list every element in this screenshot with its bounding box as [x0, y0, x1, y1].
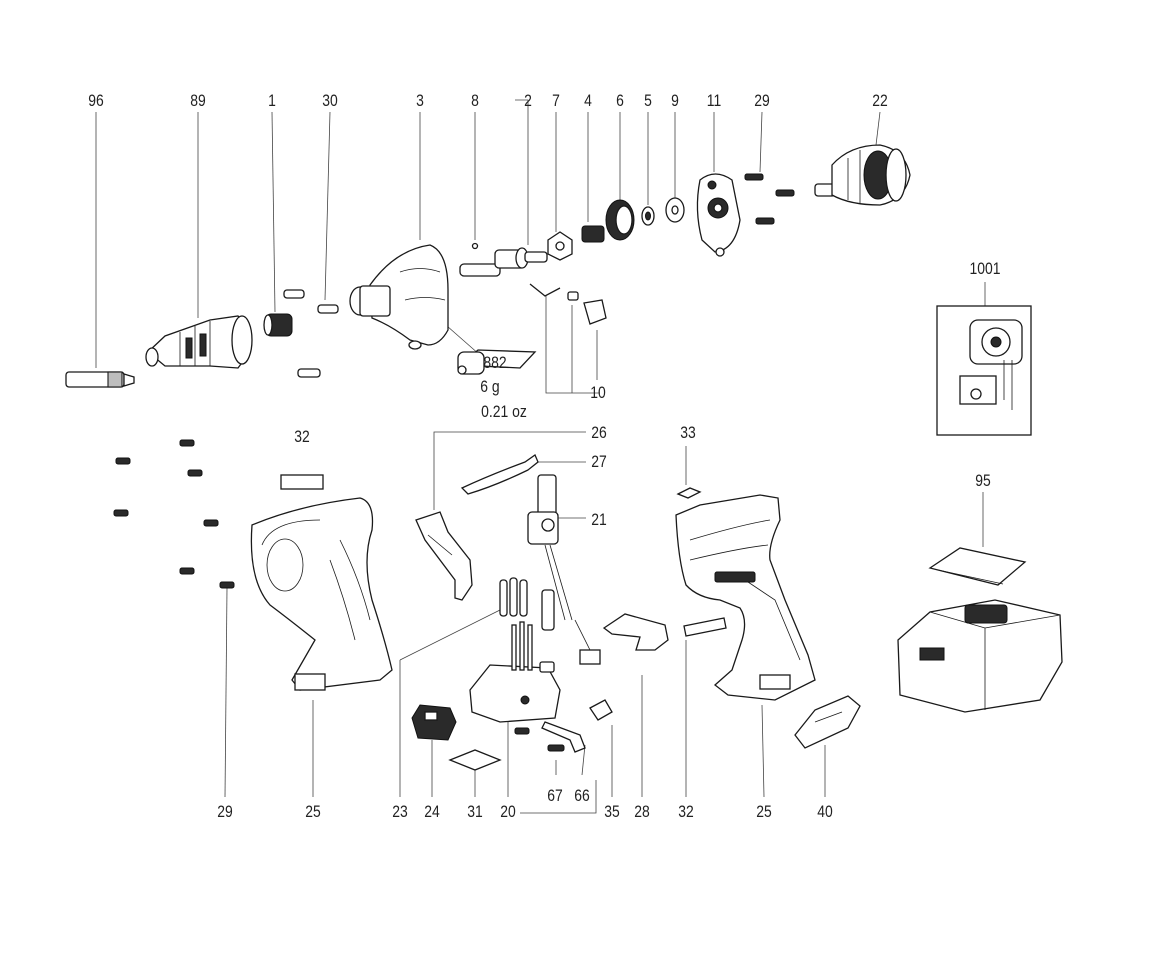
callout-31: 31 [467, 802, 483, 821]
callout-25-right: 25 [756, 802, 772, 821]
callout-35: 35 [604, 802, 620, 821]
callout-32-left: 32 [294, 427, 310, 446]
part-9-washer [665, 197, 685, 223]
part-26-switch-carrier [415, 511, 473, 601]
part-5-ring [641, 206, 655, 226]
part-battery-pack [897, 599, 1063, 713]
part-21-switch [527, 474, 601, 665]
part-4-spring [581, 225, 605, 243]
callout-29-top: 29 [754, 91, 770, 110]
callout-21: 21 [591, 510, 607, 529]
callout-882: 882 [483, 353, 507, 372]
callout-20: 20 [500, 802, 516, 821]
part-66-lever [541, 721, 586, 753]
callout-22: 22 [872, 91, 888, 110]
part-20-electronics [469, 621, 561, 723]
callout-33: 33 [680, 423, 696, 442]
part-29-screws-left [113, 439, 235, 589]
part-882-grease-tube [457, 349, 537, 375]
callout-32-bottom: 32 [678, 802, 694, 821]
callout-6: 6 [616, 91, 624, 110]
part-8-ball [471, 242, 479, 250]
part-96-bit-holder [65, 371, 135, 388]
part-23-contacts [499, 577, 528, 617]
part-10-clips [529, 283, 607, 325]
callout-4: 4 [584, 91, 592, 110]
callout-40: 40 [817, 802, 833, 821]
part-7-nut [547, 231, 573, 261]
part-35-slide [589, 699, 613, 721]
callout-10: 10 [590, 383, 606, 402]
grease-weight-oz: 0.21 oz [481, 402, 527, 421]
part-25-housing-right [675, 494, 816, 701]
part-11-gearbox-plate [696, 173, 741, 257]
part-1001-motor-inset [936, 305, 1032, 436]
part-6-gear [605, 199, 635, 241]
callout-89: 89 [190, 91, 206, 110]
part-29-screws-top [744, 173, 795, 225]
callout-11: 11 [706, 91, 722, 110]
part-2-spindle [459, 247, 548, 277]
part-89-depth-stop [145, 315, 253, 369]
callout-7: 7 [552, 91, 560, 110]
part-24-led [411, 704, 457, 741]
callout-23: 23 [392, 802, 408, 821]
callout-9: 9 [671, 91, 679, 110]
part-67-spring [514, 727, 565, 752]
part-1-spring-sleeve [263, 313, 293, 337]
callout-3: 3 [416, 91, 424, 110]
part-27-lever [460, 454, 539, 495]
callout-67: 67 [547, 786, 563, 805]
callout-1: 1 [268, 91, 276, 110]
callout-29-bottom: 29 [217, 802, 233, 821]
callout-28: 28 [634, 802, 650, 821]
part-31-label [448, 749, 502, 771]
grease-weight-g: 6 g [480, 377, 500, 396]
callout-30: 30 [322, 91, 338, 110]
callout-2: 2 [524, 91, 532, 110]
part-25-housing-left [250, 497, 393, 691]
part-40-cover [794, 695, 861, 749]
callout-1001: 1001 [969, 259, 1001, 278]
callout-95: 95 [975, 471, 991, 490]
part-22-motor [814, 144, 911, 206]
part-33-label [676, 487, 702, 499]
part-30-screws [283, 289, 339, 378]
callout-27: 27 [591, 452, 607, 471]
part-95-battery-cover [928, 547, 1027, 586]
callout-24: 24 [424, 802, 440, 821]
leader-lines [95, 99, 986, 814]
part-32-label-left [280, 474, 324, 490]
callout-26: 26 [591, 423, 607, 442]
part-32-label-bottom [683, 617, 727, 637]
callout-8: 8 [471, 91, 479, 110]
callout-66: 66 [574, 786, 590, 805]
part-28-belt-clip [602, 613, 669, 651]
callout-25-left: 25 [305, 802, 321, 821]
callout-96: 96 [88, 91, 104, 110]
part-3-gear-housing [349, 244, 449, 350]
callout-5: 5 [644, 91, 652, 110]
